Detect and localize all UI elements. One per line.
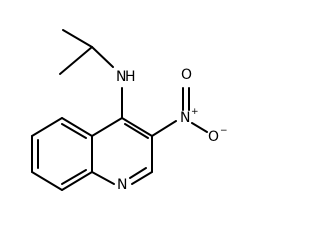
bond-n1-c8a (91, 171, 115, 185)
nitro-oxygen-right-label: O (208, 129, 219, 145)
bond-c4-c3-inner (124, 123, 149, 139)
ring-nitrogen-label: N (117, 177, 127, 193)
bond-methyl-top (62, 29, 93, 48)
molecule-diagram: N H N + O O − N (31, 29, 228, 193)
bond-c2-n1 (131, 171, 153, 185)
bond-c4a-c5-inner (61, 123, 87, 139)
amine-hydrogen-label: H (125, 69, 136, 85)
bond-nitro-o-right (191, 122, 208, 133)
bond-c3-nitro-n (151, 120, 177, 137)
bond-c4a-c4 (91, 117, 123, 137)
bond-c2-n1-inner (129, 167, 147, 179)
structure-canvas: N H N + O O − N (31, 29, 228, 193)
bond-c8-c8a (61, 171, 93, 191)
nitro-nitrogen-label: N (180, 110, 190, 126)
amine-nitrogen-label: N (116, 69, 126, 85)
bond-c4-c3 (121, 117, 153, 137)
nitro-oxygen-charge: − (220, 126, 228, 136)
bond-c5-c6 (31, 117, 63, 137)
bond-c8-c8a-inner (61, 169, 87, 185)
nitro-nitrogen-charge: + (191, 107, 199, 117)
bond-methyl-bottom (59, 46, 93, 75)
bond-ch-nh (91, 46, 114, 68)
bond-c4a-c5 (61, 117, 93, 137)
nitro-oxygen-top-label: O (181, 67, 192, 83)
bond-c7-c8 (31, 171, 63, 191)
